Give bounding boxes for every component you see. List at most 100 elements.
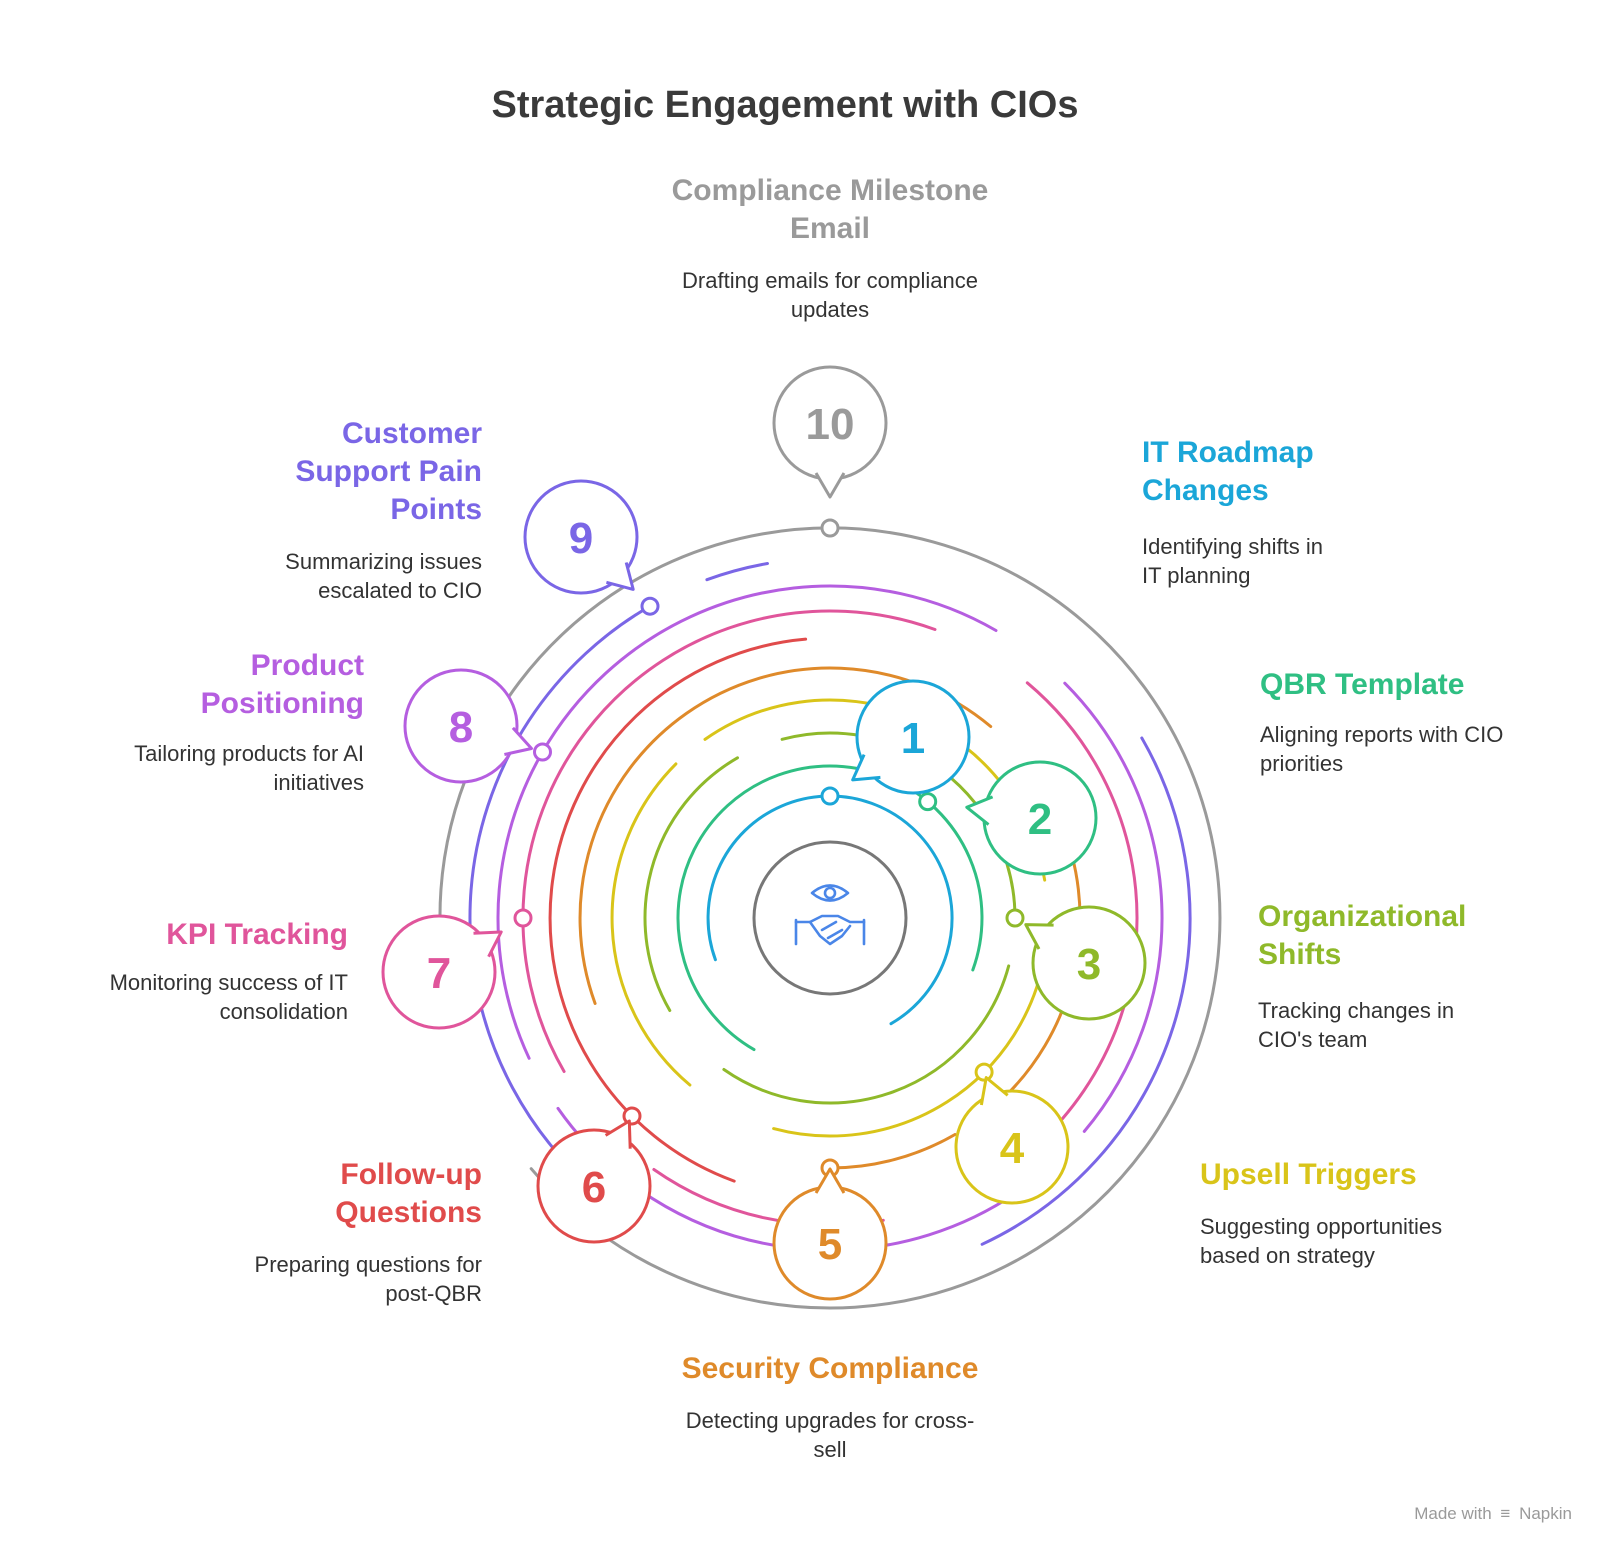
step-4-description: Suggesting opportunities based on strate… [1200,1214,1443,1268]
step-8-description: Tailoring products for AI initiatives [134,741,364,795]
step-7-connector-dot [513,908,533,928]
step-2-bubble-tail [965,795,994,826]
step-1-title: IT Roadmap Changes [1142,436,1314,507]
napkin-logo-icon: ≡ [1500,1504,1511,1523]
step-5-label: Security Compliance Detecting upgrades f… [650,1350,1010,1464]
step-6-bubble-circle [536,1128,652,1244]
ring-9-arc-3 [980,736,1192,1246]
step-2-label: QBR Template Aligning reports with CIO p… [1260,666,1550,778]
footer: Made with ≡ Napkin [1414,1504,1572,1524]
step-1-label: IT Roadmap Changes Identifying shifts in… [1142,434,1342,590]
ring-4-arc-1 [610,762,692,1087]
step-5-bubble: 5 [772,1167,888,1301]
step-8-bubble: 8 [403,668,533,784]
step-3-bubble: 3 [1024,905,1147,1021]
step-5-description: Detecting upgrades for cross-sell [685,1408,975,1462]
step-3-title: Organizational Shifts [1258,900,1467,971]
step-9-number: 9 [569,514,593,563]
step-2-title: QBR Template [1260,668,1465,701]
step-8-number: 8 [449,703,473,752]
step-9-description: Summarizing issues escalated to CIO [285,549,482,603]
step-10-connector-dot [820,518,840,538]
step-10-label: Compliance Milestone Email Drafting emai… [650,172,1010,324]
step-4-number: 4 [1000,1124,1025,1173]
step-9-connector-dot [640,596,660,616]
step-7-bubble-circle [381,914,497,1030]
step-2-number: 2 [1028,795,1052,844]
step-4-connector-dot [974,1062,994,1082]
made-with-text: Made with [1414,1504,1492,1523]
step-6-bubble: 6 [536,1119,652,1244]
center-hub [752,840,908,996]
ring-7-arc-1 [521,609,937,1073]
ring-2-arc-1 [676,764,984,1052]
page-title: Strategic Engagement with CIOs [492,84,1079,126]
step-3-connector-dot [1005,908,1025,928]
step-10-bubble: 10 [772,365,888,499]
step-7-bubble: 7 [381,914,503,1030]
ring-9-arc-2 [705,562,769,582]
step-6-bubble-tail [604,1119,632,1149]
step-6-description: Preparing questions for post-QBR [254,1252,482,1306]
ring-8-arc-1 [496,584,998,1060]
step-7-label: KPI Tracking Monitoring success of IT co… [96,916,348,1026]
ring-8-arc-2 [1063,681,1164,1133]
step-9-label: Customer Support Pain Points Summarizing… [250,415,482,605]
number-bubbles: 1 2 3 4 5 6 7 8 9 10 [381,365,1147,1301]
step-8-connector-dot [533,742,552,762]
step-3-number: 3 [1077,940,1101,989]
step-4-label: Upsell Triggers Suggesting opportunities… [1200,1156,1470,1270]
step-9-title: Customer Support Pain Points [295,417,482,526]
step-1-bubble-circle [855,679,971,795]
step-2-bubble: 2 [965,760,1098,876]
step-4-title: Upsell Triggers [1200,1158,1417,1191]
step-4-bubble-tail [979,1076,1009,1106]
step-10-description: Drafting emails for compliance updates [682,268,978,322]
step-9-bubble-circle [523,479,639,595]
step-3-description: Tracking changes in CIO's team [1258,998,1455,1052]
step-6-connector-dot [622,1106,642,1126]
step-7-bubble-tail [473,930,503,958]
step-9-bubble-tail [606,562,635,591]
step-10-title: Compliance Milestone Email [671,174,989,245]
step-1-connector-dot [820,786,840,806]
ring-3-arc-1 [643,756,739,1012]
step-2-description: Aligning reports with CIO priorities [1260,722,1504,776]
ring-connectors [513,518,1025,1178]
step-10-number: 10 [806,400,855,449]
step-8-title: Product Positioning [200,649,364,720]
ring-5-arc-1 [578,666,993,1005]
step-1-bubble-tail [851,753,881,782]
step-2-connector-dot [918,792,938,812]
step-7-title: KPI Tracking [166,918,348,951]
ring-9-arc-1 [468,604,652,1215]
step-3-label: Organizational Shifts Tracking changes i… [1258,898,1488,1054]
step-5-bubble-tail [814,1167,846,1194]
step-3-bubble-tail [1024,923,1054,950]
step-5-number: 5 [818,1220,842,1269]
step-1-bubble: 1 [851,679,971,795]
ring-3-arc-3 [722,964,1011,1105]
step-1-description: Identifying shifts in IT planning [1142,534,1323,588]
step-10-bubble-tail [814,472,846,499]
step-8-bubble-circle [403,668,519,784]
step-5-title: Security Compliance [681,1352,979,1385]
step-8-bubble-tail [504,726,533,756]
step-6-label: Follow-up Questions Preparing questions … [212,1156,482,1308]
step-7-description: Monitoring success of IT consolidation [109,970,348,1024]
step-6-number: 6 [582,1163,606,1212]
step-9-bubble: 9 [523,479,639,595]
step-1-number: 1 [901,714,925,763]
step-7-number: 7 [427,949,451,998]
handshake-eye-icon [794,884,866,946]
napkin-brand-text: Napkin [1519,1504,1572,1523]
step-8-label: Product Positioning Tailoring products f… [100,647,364,797]
ring-1-arc-1 [706,794,954,1026]
ring-4-arc-3 [772,954,1047,1138]
ring-10-arc-1 [438,526,1222,1310]
step-6-title: Follow-up Questions [335,1158,482,1229]
step-4-bubble-circle [954,1089,1070,1205]
step-4-bubble: 4 [954,1076,1070,1205]
ring-5-arc-3 [828,1133,957,1170]
